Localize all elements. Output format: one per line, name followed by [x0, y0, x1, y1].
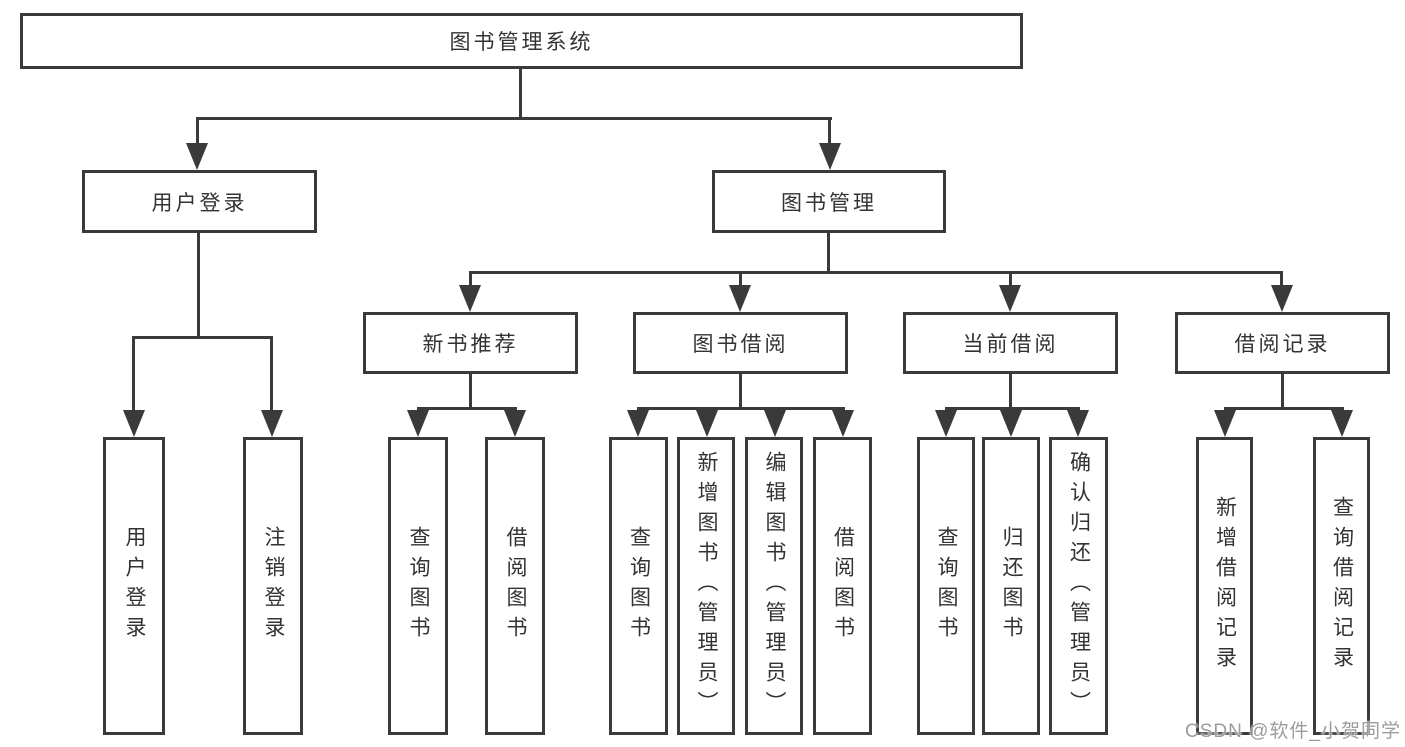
leaf-bb-add-books-admin-label: 新增图书（管理员） [695, 451, 718, 721]
leaf-bb-borrow-books-label: 借阅图书 [831, 526, 855, 646]
leaf-nb-borrow-books-label: 借阅图书 [504, 526, 527, 646]
arrow-to-current-borrow [999, 285, 1021, 312]
connector-borrow-records-stem [1281, 371, 1284, 410]
leaf-bb-add-books-admin: 新增图书（管理员） [677, 437, 735, 735]
node-borrow-records-label: 借阅记录 [1234, 333, 1331, 356]
arrow-to-cb-query [935, 410, 957, 437]
leaf-user-login-label: 用户登录 [123, 526, 146, 646]
csdn-watermark: CSDN @软件_小贺同学 [1185, 721, 1401, 742]
node-root-label: 图书管理系统 [449, 31, 594, 54]
leaf-bb-edit-books-admin: 编辑图书（管理员） [745, 437, 803, 735]
leaf-nb-query-books-label: 查询图书 [407, 526, 430, 646]
arrow-to-nb-query [407, 410, 429, 437]
connector-new-books-bar [417, 407, 517, 410]
arrow-to-rec-add [1214, 410, 1236, 437]
leaf-cb-query-books: 查询图书 [917, 437, 975, 735]
connector-stub-new-books [469, 271, 472, 289]
arrow-to-cb-confirm [1067, 410, 1089, 437]
arrow-to-bb-edit [764, 410, 786, 437]
node-root: 图书管理系统 [20, 13, 1023, 69]
node-book-mgmt: 图书管理 [712, 170, 946, 233]
arrow-to-book-borrow [729, 285, 751, 312]
node-borrow-records: 借阅记录 [1175, 312, 1390, 374]
leaf-nb-query-books: 查询图书 [388, 437, 448, 735]
leaf-cb-confirm-return-admin: 确认归还（管理员） [1049, 437, 1108, 735]
connector-stub-leaf-login [132, 336, 135, 414]
leaf-bb-query-books: 查询图书 [609, 437, 668, 735]
leaf-rec-query-record: 查询借阅记录 [1313, 437, 1370, 735]
connector-new-books-stem [469, 371, 472, 410]
leaf-cb-query-books-label: 查询图书 [935, 526, 958, 646]
node-user-login: 用户登录 [82, 170, 317, 233]
leaf-cb-return-books-label: 归还图书 [1000, 526, 1023, 646]
node-new-books: 新书推荐 [363, 312, 578, 374]
connector-user-login-stem [197, 230, 200, 338]
arrow-to-leaf-login [123, 410, 145, 437]
arrow-to-user-login [186, 143, 208, 170]
arrow-to-leaf-logout [261, 410, 283, 437]
leaf-bb-edit-books-admin-label: 编辑图书（管理员） [763, 451, 786, 721]
connector-root-stem [519, 66, 522, 120]
connector-book-borrow-bar [637, 407, 845, 410]
connector-borrow-records-bar [1224, 407, 1344, 410]
leaf-bb-borrow-books: 借阅图书 [813, 437, 872, 735]
connector-book-borrow-stem [739, 371, 742, 410]
connector-stub-book-borrow [739, 271, 742, 289]
leaf-user-login: 用户登录 [103, 437, 165, 735]
connector-stub-leaf-logout [270, 336, 273, 414]
leaf-rec-add-record-label: 新增借阅记录 [1213, 496, 1237, 676]
node-user-login-label: 用户登录 [151, 191, 248, 215]
connector-stub-book-mgmt [828, 117, 831, 148]
node-book-mgmt-label: 图书管理 [781, 191, 877, 215]
connector-level1-bar [196, 117, 832, 120]
leaf-rec-add-record: 新增借阅记录 [1196, 437, 1253, 735]
node-current-borrow-label: 当前借阅 [962, 333, 1059, 356]
leaf-nb-borrow-books: 借阅图书 [485, 437, 545, 735]
connector-user-login-bar [132, 336, 273, 339]
node-new-books-label: 新书推荐 [422, 333, 519, 356]
connector-current-borrow-bar [945, 407, 1080, 410]
leaf-cb-confirm-return-admin-label: 确认归还（管理员） [1067, 451, 1091, 721]
arrow-to-bb-borrow [832, 410, 854, 437]
arrow-to-book-mgmt [819, 143, 841, 170]
leaf-logout: 注销登录 [243, 437, 303, 735]
leaf-logout-label: 注销登录 [262, 526, 285, 646]
connector-stub-current-borrow [1009, 271, 1012, 289]
arrow-to-bb-query [627, 410, 649, 437]
connector-book-mgmt-stem [827, 230, 830, 274]
arrow-to-new-books [459, 285, 481, 312]
arrow-to-nb-borrow [504, 410, 526, 437]
connector-level3-bar [469, 271, 1283, 274]
arrow-to-bb-add [696, 410, 718, 437]
node-book-borrow-label: 图书借阅 [692, 333, 789, 356]
connector-stub-user-login [196, 117, 199, 148]
leaf-rec-query-record-label: 查询借阅记录 [1330, 496, 1354, 676]
arrow-to-cb-return [1000, 410, 1022, 437]
node-book-borrow: 图书借阅 [633, 312, 848, 374]
connector-stub-borrow-records [1280, 271, 1283, 289]
leaf-cb-return-books: 归还图书 [982, 437, 1040, 735]
node-current-borrow: 当前借阅 [903, 312, 1118, 374]
connector-current-borrow-stem [1009, 371, 1012, 410]
leaf-bb-query-books-label: 查询图书 [627, 526, 651, 646]
arrow-to-borrow-records [1271, 285, 1293, 312]
arrow-to-rec-query [1331, 410, 1353, 437]
